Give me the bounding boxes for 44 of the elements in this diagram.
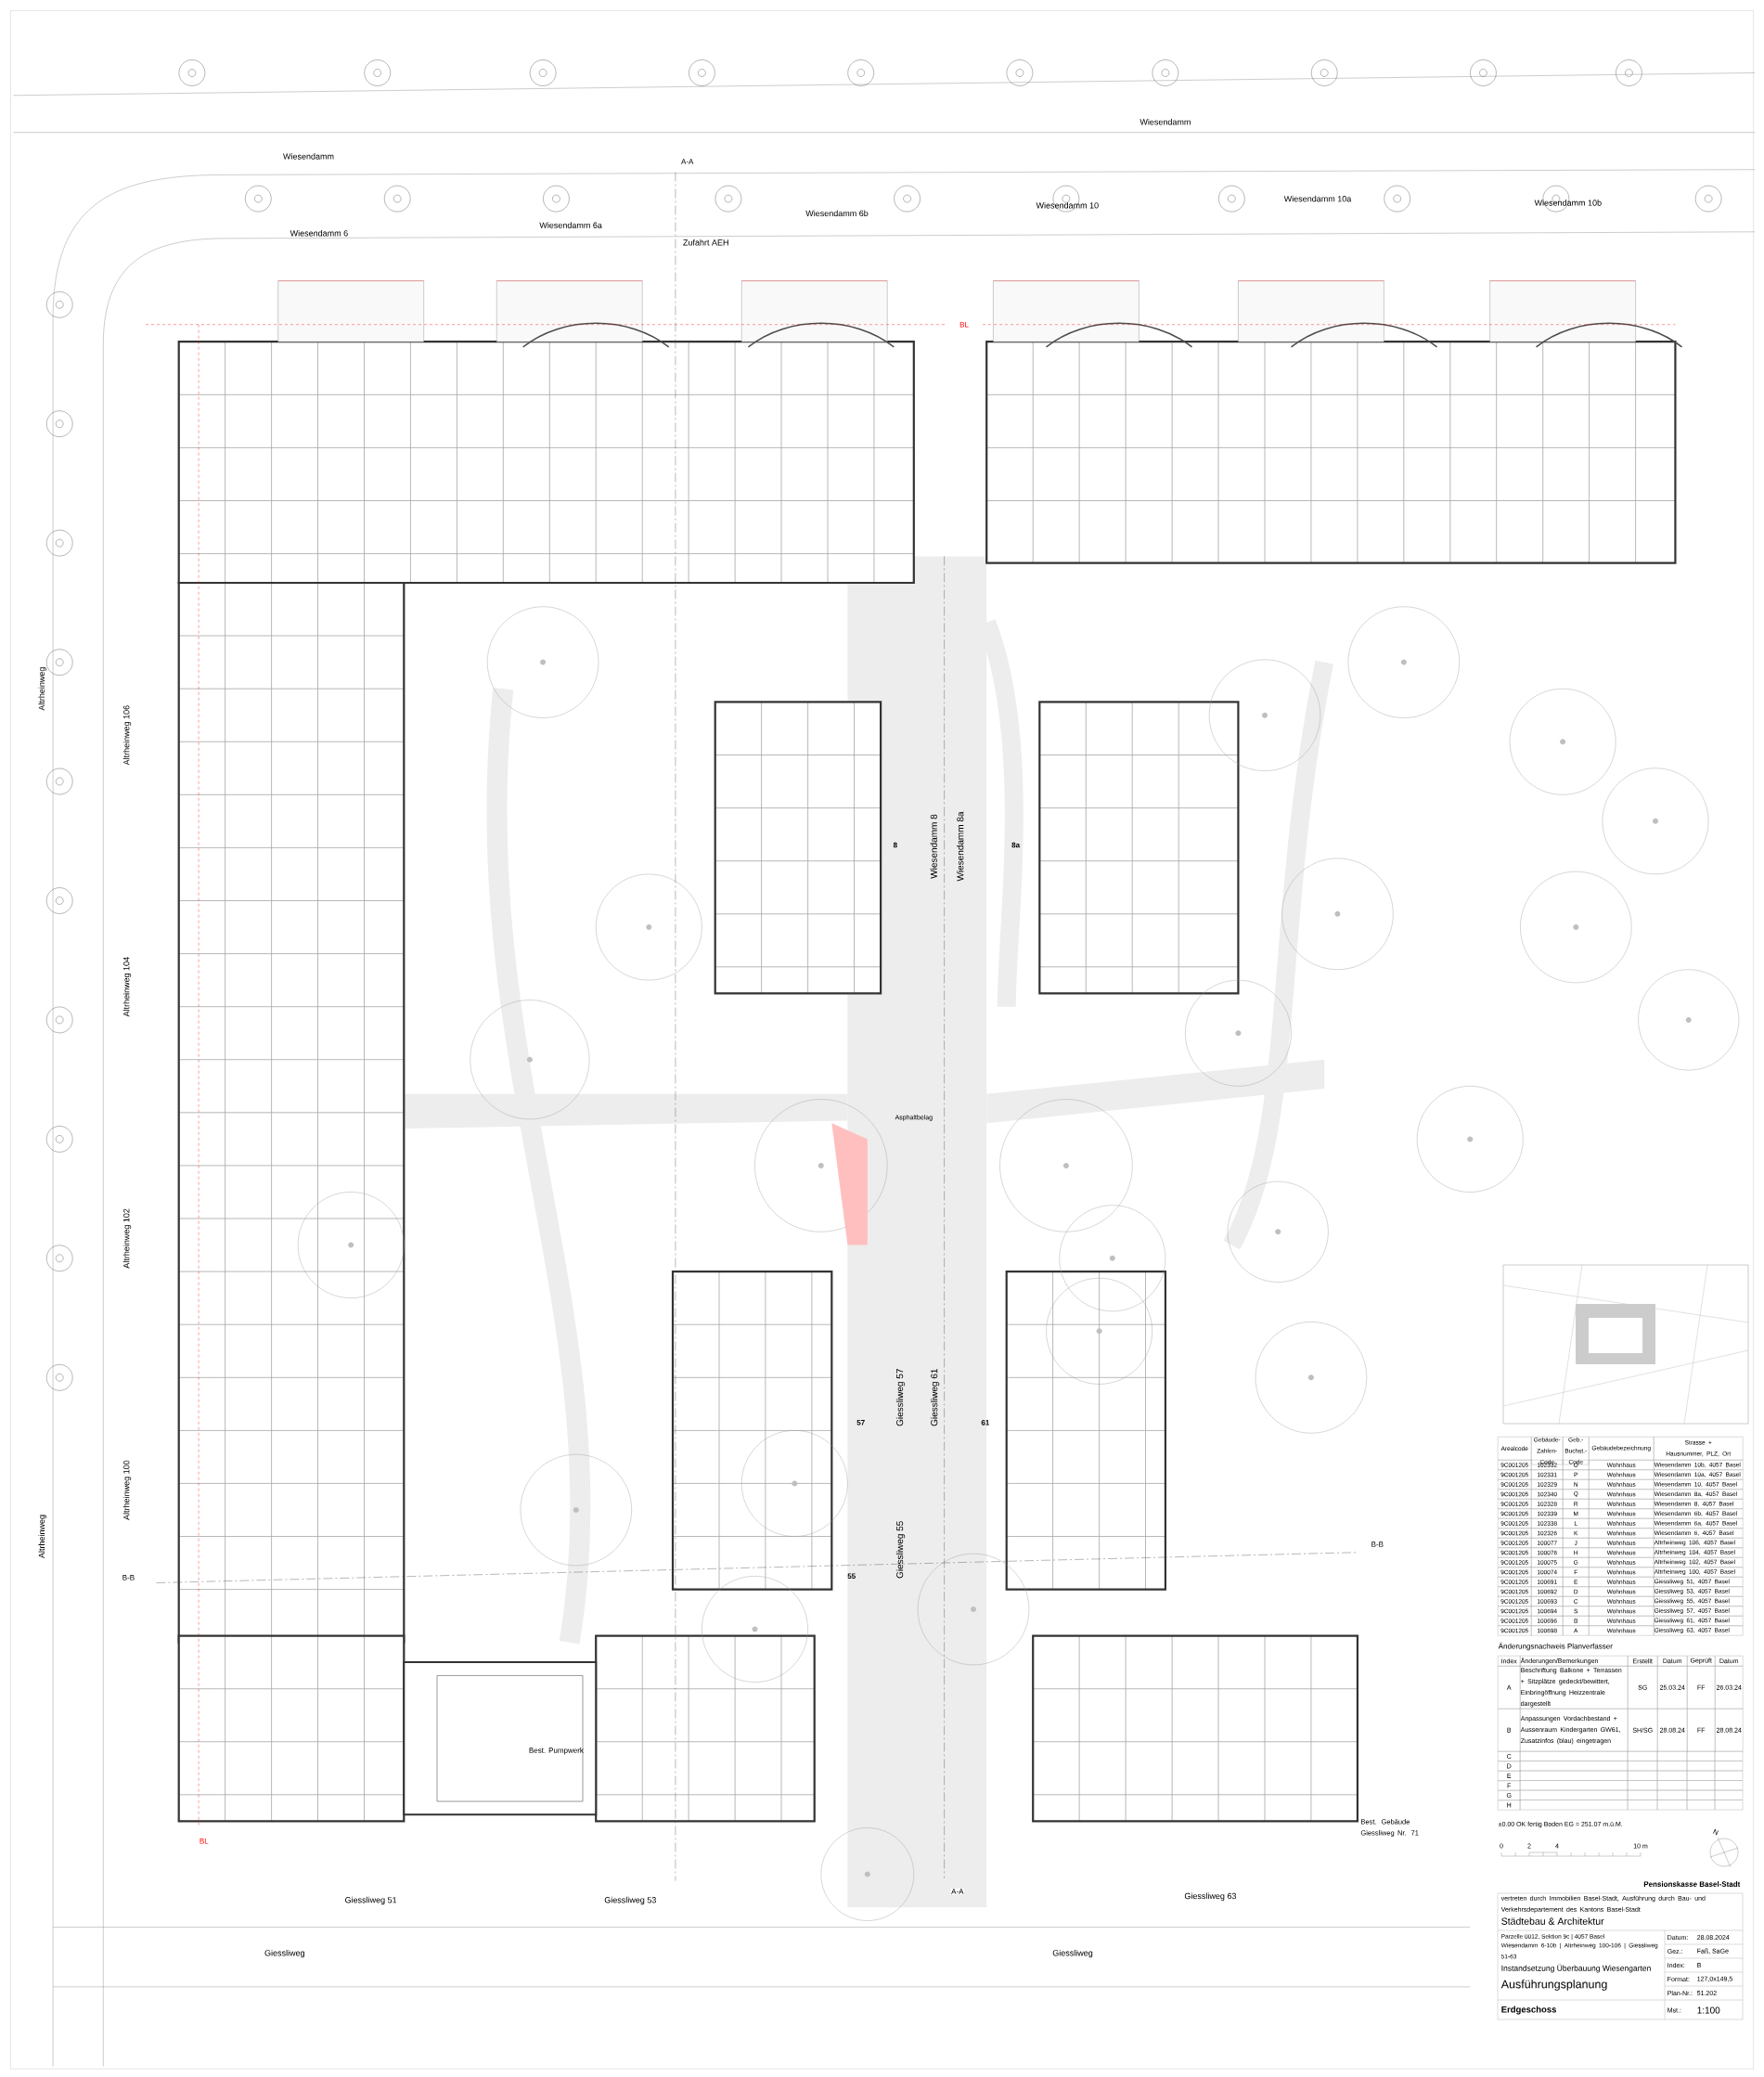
house-address: Wiesendamm 8: [930, 814, 937, 879]
street-name: Wiesendamm: [1140, 119, 1191, 125]
house-address: Wiesendamm 6a: [539, 222, 602, 228]
department-name: Städtebau & Architektur: [1501, 1917, 1604, 1925]
building-line-mark: BL: [959, 321, 969, 328]
phase-title: Ausführungsplanung: [1500, 1980, 1607, 1991]
building-line-mark: BL: [200, 1838, 209, 1844]
entrance-number: 8: [893, 842, 897, 848]
section-mark: B-B: [122, 1574, 135, 1581]
entrance-number: 55: [847, 1573, 856, 1580]
house-address: Wiesendamm 10a: [1283, 195, 1352, 202]
house-address: Wiesendamm 6: [290, 229, 348, 237]
house-address: Giessliweg 61: [930, 1369, 940, 1426]
street-name: Altrheinweg: [38, 1515, 46, 1558]
house-address: Giessliweg 57: [895, 1369, 906, 1426]
house-address: Giessliweg 53: [604, 1896, 656, 1905]
section-mark: A-A: [681, 159, 694, 164]
project-title: Instandsetzung Überbauung Wiesengarten: [1501, 1964, 1651, 1973]
building-label: Best. Pumpwerk: [529, 1748, 584, 1755]
house-address: Wiesendamm 8a: [957, 811, 964, 882]
field-value: 1:100: [1697, 2006, 1720, 2014]
house-address: Giessliweg 55: [895, 1521, 906, 1579]
section-mark: A-A: [950, 1888, 964, 1895]
house-address: Wiesendamm 6b: [805, 210, 869, 217]
entrance-number: 61: [981, 1420, 990, 1426]
house-address: Wiesendamm 10: [1036, 201, 1099, 209]
house-address: Altrheinweg 106: [122, 705, 132, 766]
house-address: Altrheinweg 100: [122, 1460, 132, 1520]
entrance-number: 57: [856, 1420, 865, 1426]
street-name: Altrheinweg: [38, 667, 46, 711]
access-label: Zufahrt AEH: [683, 239, 728, 246]
entrance-number: 8a: [1011, 842, 1021, 848]
owner-name: Pensionskasse Basel-Stadt: [1643, 1881, 1741, 1887]
street-name: Giessliweg: [1052, 1949, 1093, 1958]
house-address: Giessliweg 51: [345, 1896, 397, 1905]
street-name: Wiesendamm: [283, 153, 334, 160]
house-address: Altrheinweg 104: [122, 957, 132, 1017]
table-title: Änderungsnachweis Planverfasser: [1498, 1642, 1613, 1651]
plan-title: Erdgeschoss: [1501, 2006, 1556, 2015]
street-name: Giessliweg: [264, 1949, 304, 1958]
house-address: Wiesendamm 10b: [1534, 200, 1602, 206]
house-address: Altrheinweg 102: [122, 1208, 132, 1269]
section-mark: B-B: [1371, 1541, 1384, 1548]
house-address: Giessliweg 63: [1184, 1892, 1236, 1901]
